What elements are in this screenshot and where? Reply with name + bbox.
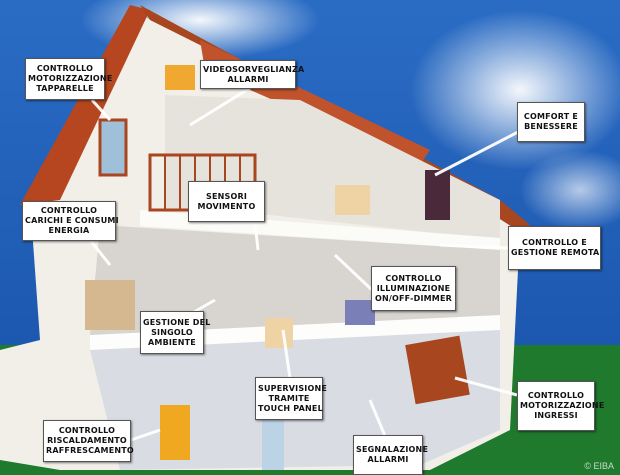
label-line: MOTORIZZAZIONE [28, 74, 113, 83]
label-line: SEGNALAZIONE [356, 445, 429, 454]
label-line: BENESSERE [524, 122, 578, 131]
label-line: CONTROLLO [40, 206, 98, 215]
pointer [368, 399, 387, 437]
label-line: ON/OFF-DIMMER [375, 293, 452, 303]
label-line: TRAMITE [268, 393, 310, 403]
label-line: INGRESSI [534, 411, 578, 420]
label-line: SUPERVISIONE [258, 383, 328, 393]
chair [265, 318, 293, 348]
heater [160, 405, 190, 460]
label-line: MOVIMENTO [197, 201, 256, 211]
label-line: TAPPARELLE [36, 84, 94, 93]
pointer [454, 376, 518, 397]
label-line: ALLARMI [227, 74, 269, 84]
label-controllo-illuminazione: CONTROLLO ILLUMINAZIONE ON/OFF-DIMMER [371, 266, 456, 311]
cloud [520, 150, 620, 230]
pointer [333, 253, 374, 292]
window [98, 118, 128, 177]
chimney-box [165, 65, 195, 90]
label-line: ILLUMINAZIONE [376, 283, 451, 293]
label-line: CONTROLLO E [522, 238, 587, 247]
pointer [281, 329, 292, 379]
label-motorizzazione-ingressi: CONTROLLO MOTORIZZAZIONE INGRESSI [517, 381, 605, 431]
pointer [439, 243, 511, 250]
pointer [130, 428, 161, 442]
label-sensori-movimento: SENSORI MOVIMENTO [188, 181, 265, 222]
touch-panel-column [262, 420, 284, 470]
label-line: GESTIONE DEL [143, 317, 211, 327]
label-riscaldamento-raffrescamento: CONTROLLO RISCALDAMENTO RAFFRESCAMENTO [43, 420, 134, 462]
label-line: ALLARMI [367, 455, 409, 464]
label-line: VIDEOSORVEGLIANZA [203, 64, 305, 74]
label-line: SENSORI [205, 191, 248, 201]
kitchen [85, 280, 135, 330]
label-line: ENERGIA [48, 226, 90, 235]
pointer [88, 239, 112, 266]
label-line: AMBIENTE [148, 337, 196, 347]
copyright: © EIBA [584, 461, 614, 471]
label-videosorveglianza: VIDEOSORVEGLIANZA ALLARMI [200, 60, 305, 89]
label-line: GESTIONE REMOTA [511, 248, 600, 257]
label-comfort-benessere: COMFORT E BENESSERE [517, 102, 585, 142]
pointer [253, 221, 260, 251]
label-line: CONTROLLO [36, 64, 94, 73]
garage-door [405, 335, 470, 405]
cloud [410, 10, 620, 170]
label-gestione-remota: CONTROLLO E GESTIONE REMOTA [508, 226, 601, 270]
pointer [434, 130, 519, 177]
label-line: CONTROLLO [58, 426, 116, 435]
label-line: CONTROLLO [385, 273, 442, 283]
roof-left [20, 5, 150, 205]
label-controllo-carichi: CONTROLLO CARICHI E CONSUMI ENERGIA [22, 201, 119, 241]
label-controllo-tapparelle: CONTROLLO MOTORIZZAZIONE TAPPARELLE [25, 58, 113, 100]
label-gestione-ambiente: GESTIONE DEL SINGOLO AMBIENTE [140, 311, 211, 354]
pointer [90, 98, 112, 122]
label-line: COMFORT E [523, 112, 579, 121]
label-line: RAFFRESCAMENTO [46, 446, 134, 455]
label-line: SINGOLO [151, 327, 193, 337]
label-line: CARICHI E CONSUMI [25, 216, 119, 225]
label-line: TOUCH PANEL [258, 403, 323, 413]
bed [335, 185, 370, 215]
sofa [345, 300, 375, 325]
label-supervisione-touch-panel: SUPERVISIONE TRAMITE TOUCH PANEL [255, 377, 328, 420]
label-line: CONTROLLO [527, 391, 585, 400]
wardrobe [425, 170, 450, 220]
label-segnalazione-allarmi: SEGNALAZIONE ALLARMI [353, 435, 429, 475]
label-line: MOTORIZZAZIONE [520, 401, 605, 410]
pointer [189, 86, 251, 127]
label-line: RISCALDAMENTO [47, 436, 127, 445]
